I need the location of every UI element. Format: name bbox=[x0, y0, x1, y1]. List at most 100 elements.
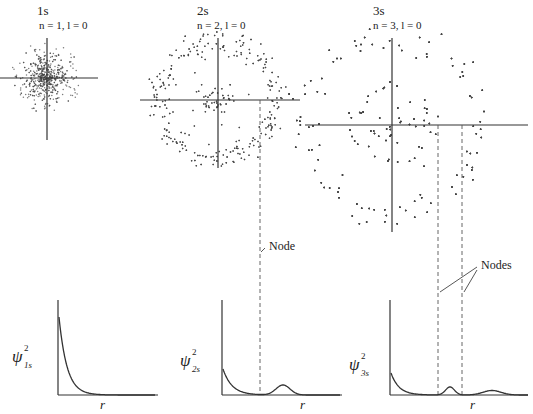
density-dot bbox=[216, 100, 218, 102]
density-dot bbox=[257, 55, 259, 57]
density-dot bbox=[30, 63, 32, 64]
density-dot bbox=[205, 103, 207, 105]
density-dot bbox=[271, 114, 273, 116]
density-dot bbox=[65, 74, 67, 76]
density-dot bbox=[267, 84, 269, 86]
density-dot bbox=[222, 163, 224, 165]
density-dot bbox=[194, 152, 196, 154]
density-dot bbox=[224, 50, 226, 52]
density-dot bbox=[216, 31, 218, 33]
density-dot bbox=[208, 144, 210, 146]
density-dot bbox=[194, 125, 196, 127]
density-dot bbox=[271, 72, 273, 74]
density-dot bbox=[206, 101, 208, 103]
density-dot bbox=[244, 159, 246, 161]
density-dot bbox=[60, 68, 62, 70]
density-dot bbox=[169, 113, 171, 115]
density-dot bbox=[44, 55, 46, 57]
density-dot bbox=[228, 95, 230, 97]
density-dot bbox=[236, 148, 238, 150]
density-dot bbox=[236, 55, 238, 57]
density-dot bbox=[50, 75, 52, 77]
density-dot bbox=[426, 56, 428, 58]
density-dot bbox=[56, 102, 58, 104]
density-dot bbox=[216, 107, 218, 109]
density-dot bbox=[41, 93, 43, 95]
density-dot bbox=[241, 157, 243, 159]
density-dot bbox=[60, 59, 62, 61]
density-dot bbox=[62, 89, 64, 91]
density-dot bbox=[239, 127, 241, 129]
density-dot bbox=[258, 60, 260, 62]
density-dot bbox=[48, 80, 50, 82]
density-dot bbox=[176, 141, 178, 143]
density-dot bbox=[58, 54, 60, 56]
density-dot bbox=[153, 94, 155, 96]
density-dot bbox=[271, 85, 273, 87]
density-dot bbox=[168, 131, 170, 133]
density-dot bbox=[242, 44, 244, 46]
density-dot bbox=[37, 87, 39, 89]
density-dot bbox=[211, 102, 213, 104]
density-dot bbox=[164, 104, 166, 106]
density-dot bbox=[61, 82, 63, 84]
density-dot bbox=[40, 81, 42, 83]
density-dot bbox=[275, 82, 277, 84]
density-dot bbox=[62, 74, 64, 76]
density-dot bbox=[249, 52, 251, 54]
density-dot bbox=[224, 111, 226, 113]
density-dot bbox=[55, 85, 57, 87]
density-dot bbox=[269, 137, 271, 139]
density-dot bbox=[319, 145, 321, 147]
density-dot bbox=[62, 67, 64, 69]
density-dot bbox=[223, 97, 225, 99]
density-dot bbox=[389, 136, 391, 138]
density-dot bbox=[397, 142, 399, 144]
density-dot bbox=[155, 105, 157, 107]
density-dot bbox=[32, 95, 34, 97]
density-dot bbox=[276, 102, 278, 104]
density-dot bbox=[338, 188, 340, 190]
density-dot bbox=[398, 117, 400, 119]
density-dot bbox=[246, 58, 248, 60]
density-dot bbox=[277, 76, 279, 78]
density-dot bbox=[172, 141, 174, 143]
density-dot bbox=[40, 62, 42, 64]
density-dot bbox=[317, 91, 319, 93]
density-dot bbox=[159, 79, 161, 81]
density-dot bbox=[237, 153, 239, 155]
density-dot bbox=[36, 64, 38, 66]
density-dot bbox=[421, 197, 423, 199]
density-dot bbox=[56, 101, 58, 103]
density-dot bbox=[34, 85, 36, 87]
density-dot bbox=[234, 147, 236, 149]
density-dot bbox=[269, 80, 271, 82]
density-dot bbox=[162, 82, 164, 84]
density-dot bbox=[254, 139, 256, 141]
density-dot bbox=[202, 35, 204, 37]
density-dot bbox=[369, 28, 371, 30]
density-dot bbox=[153, 114, 155, 116]
density-dot bbox=[275, 82, 277, 84]
density-dot bbox=[265, 134, 267, 136]
density-dot bbox=[272, 100, 274, 102]
density-dot bbox=[240, 45, 242, 47]
density-dot bbox=[49, 60, 51, 62]
density-dot bbox=[308, 127, 310, 129]
density-dot bbox=[38, 81, 40, 83]
density-dot bbox=[33, 89, 35, 91]
density-dot bbox=[63, 47, 65, 49]
density-dot bbox=[221, 88, 223, 90]
density-dot bbox=[34, 72, 36, 74]
density-dot bbox=[59, 70, 61, 72]
density-dot bbox=[279, 90, 281, 92]
density-dot bbox=[39, 93, 41, 95]
density-dot bbox=[57, 91, 59, 93]
density-dot bbox=[384, 221, 386, 223]
density-dot bbox=[44, 79, 46, 81]
density-dot bbox=[45, 76, 47, 78]
density-dot bbox=[387, 160, 389, 162]
density-dot bbox=[232, 161, 234, 163]
density-dot bbox=[354, 40, 356, 42]
density-dot bbox=[214, 88, 216, 90]
